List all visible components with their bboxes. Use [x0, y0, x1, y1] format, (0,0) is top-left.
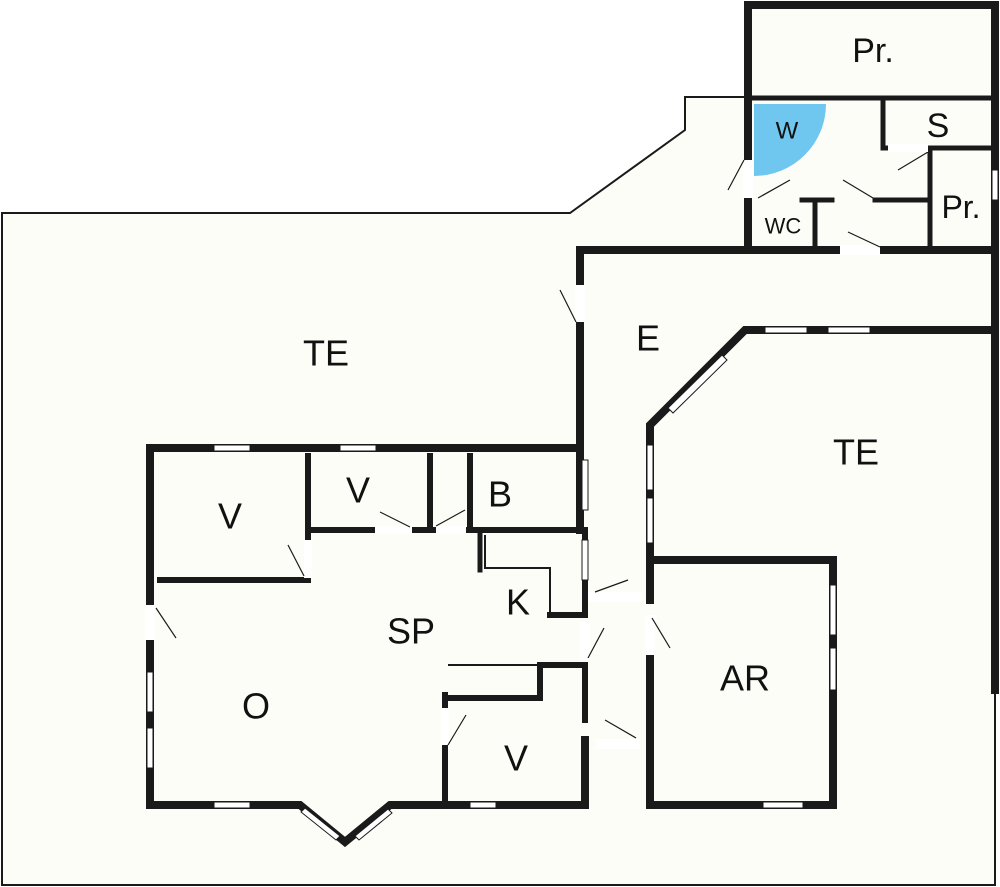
room-label-sp: SP [387, 611, 435, 652]
annex-walls [576, 1, 999, 334]
room-label-v-bottom: V [504, 738, 528, 779]
room-label-o: O [242, 686, 270, 727]
room-label-te-right: TE [833, 432, 879, 473]
room-label-b: B [488, 474, 512, 515]
room-label-w: W [776, 118, 799, 145]
room-label-pr-top: Pr. [852, 32, 894, 70]
room-label-ar: AR [720, 658, 770, 699]
room-label-v-middle: V [346, 470, 370, 511]
windows [146, 169, 999, 841]
room-label-s: S [927, 107, 950, 145]
room-label-e: E [636, 318, 660, 359]
room-label-v-left: V [218, 496, 242, 537]
washer-area [754, 104, 826, 176]
doors [145, 144, 929, 749]
room-label-wc: WC [765, 214, 802, 239]
room-label-pr-small: Pr. [941, 189, 980, 225]
room-label-k: K [506, 582, 530, 623]
room-label-te-left: TE [303, 333, 349, 374]
